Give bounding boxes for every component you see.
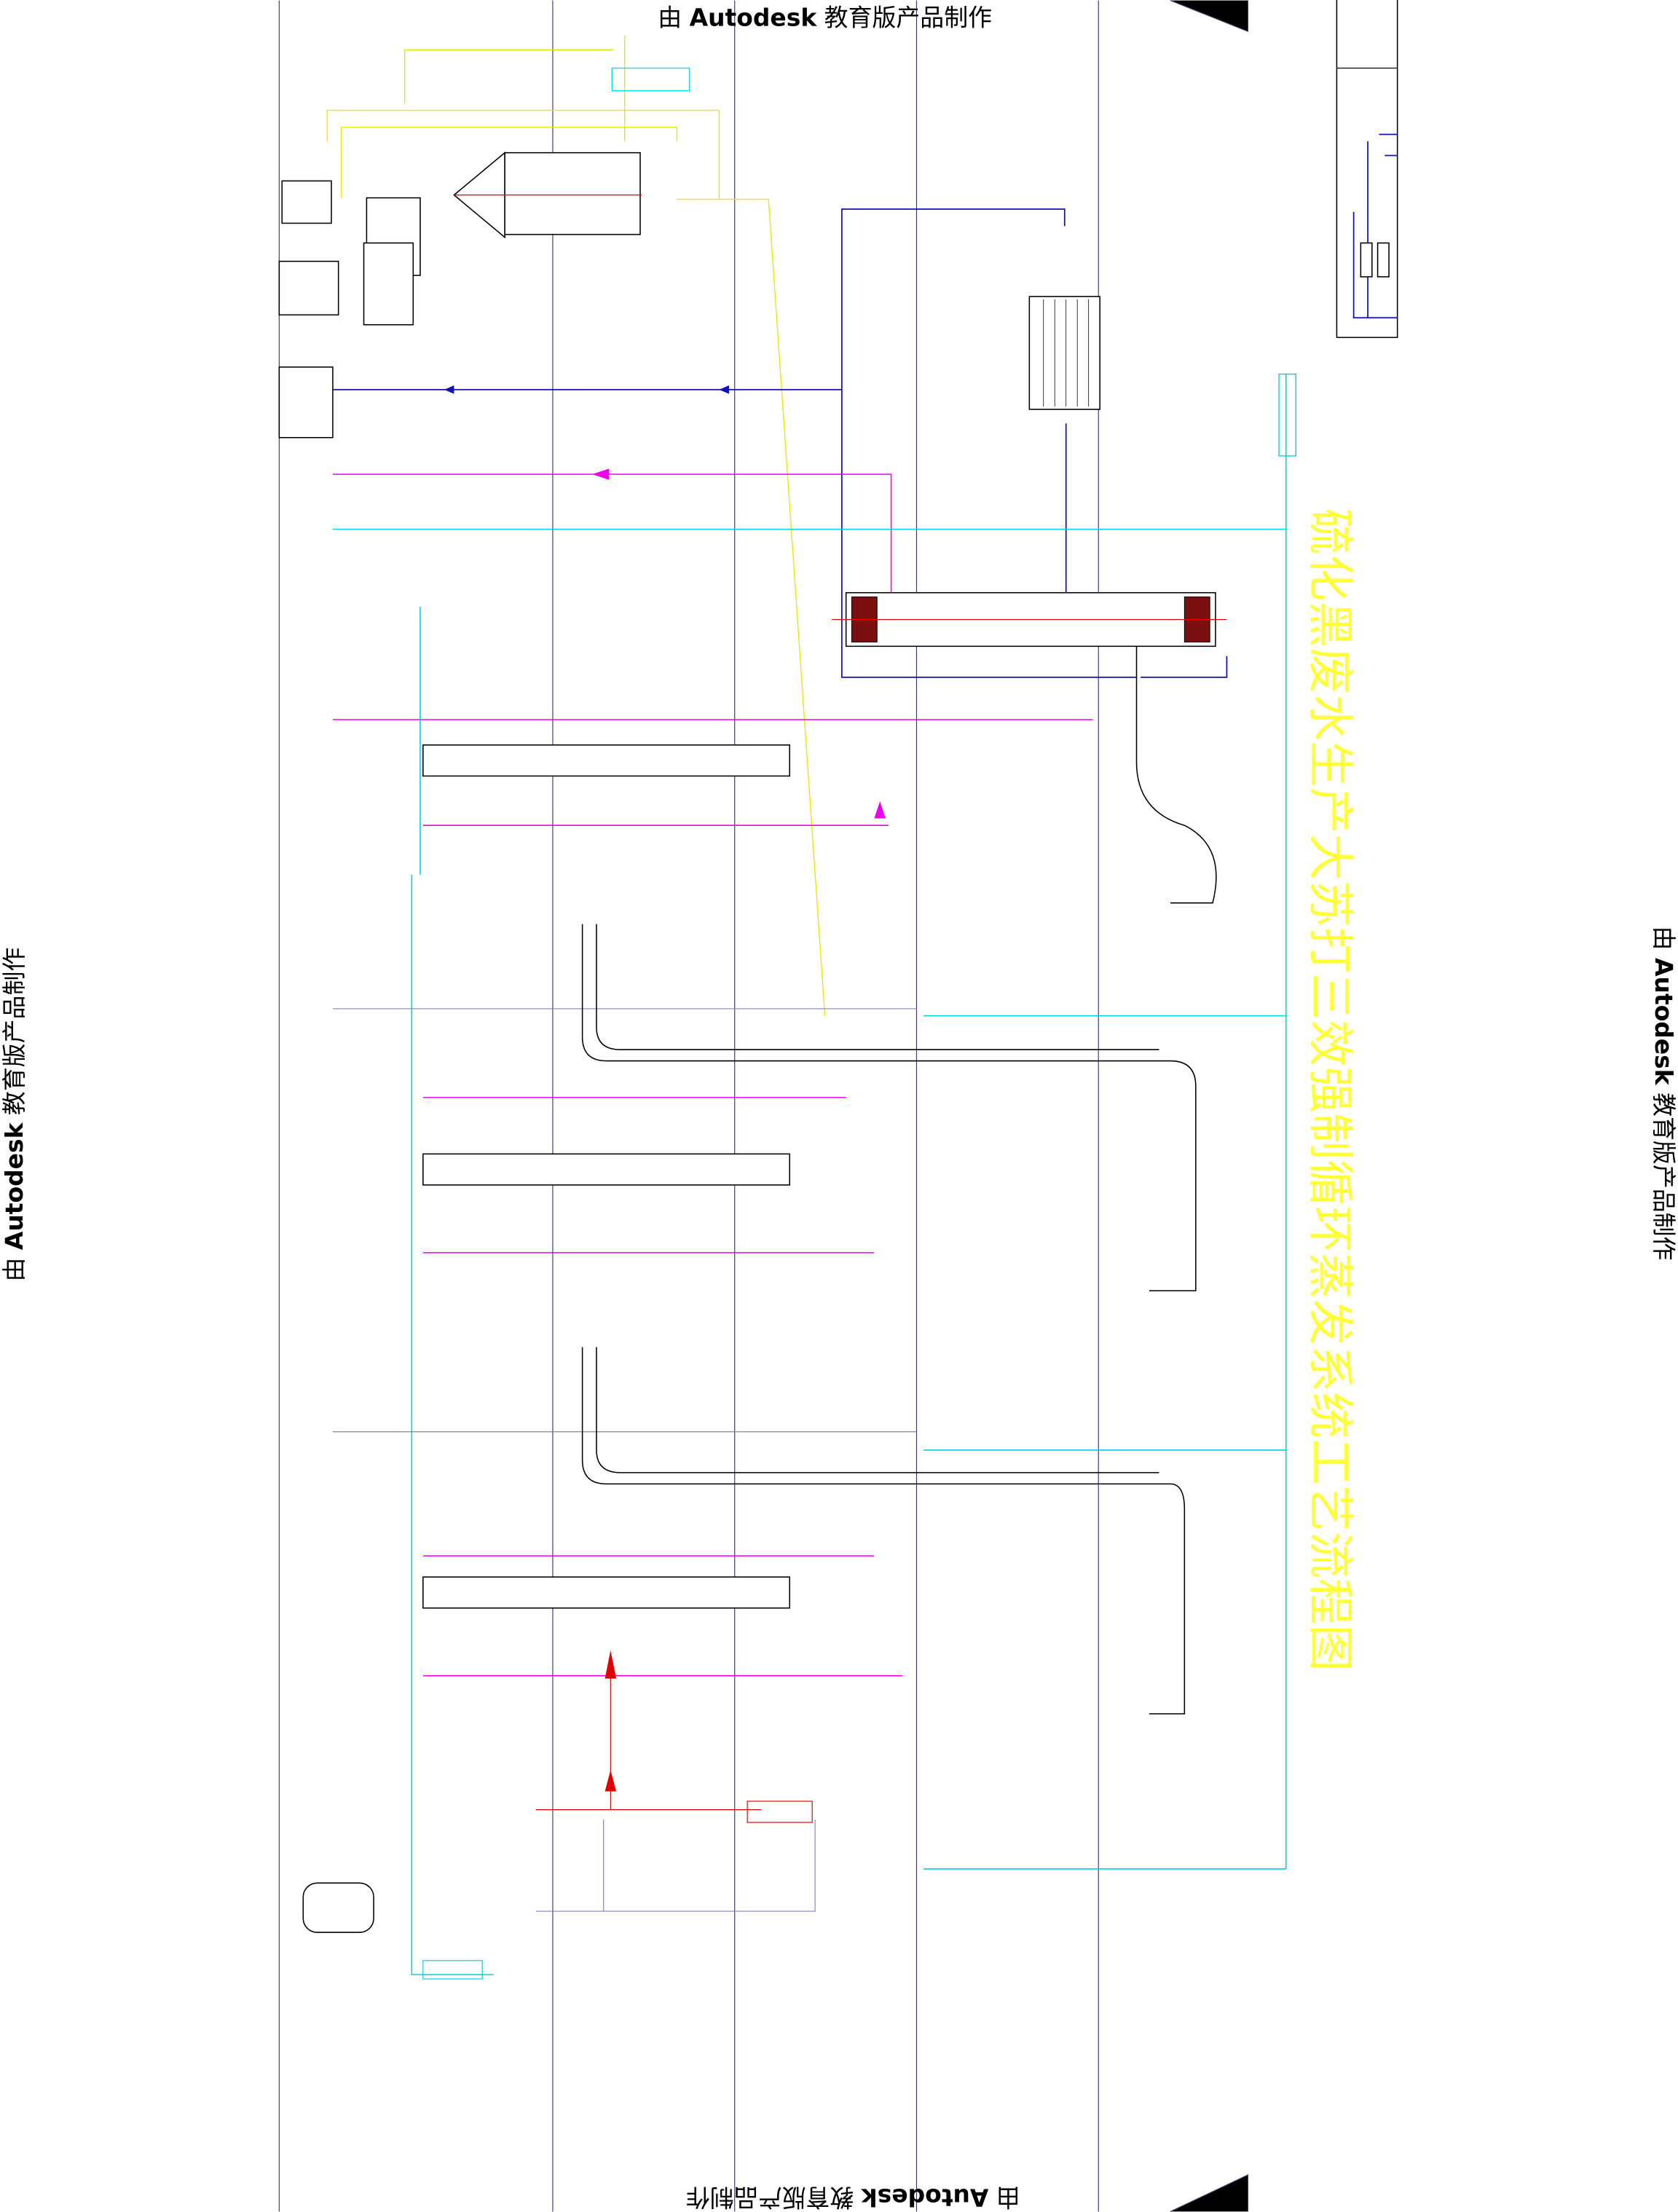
condensate-outlet-box bbox=[1278, 373, 1296, 457]
evaporator-effect-3 bbox=[422, 1576, 791, 1609]
cooling-water-panel bbox=[1336, 0, 1398, 339]
upper-heater bbox=[422, 1153, 791, 1186]
feed-pump-top bbox=[281, 180, 332, 224]
motor bbox=[363, 242, 414, 326]
dryer-vessel bbox=[504, 151, 641, 235]
watermark-top: 由 Autodesk 教育版产品制作 bbox=[658, 3, 992, 31]
drawing-frame bbox=[278, 0, 1398, 2212]
vapor-pipe-to-condenser bbox=[1135, 646, 1217, 904]
cooling-water-return-line bbox=[332, 208, 1228, 678]
discharge-tank bbox=[302, 1882, 483, 1980]
upper-heater bbox=[422, 1576, 791, 1609]
steam-line bbox=[332, 473, 1093, 1677]
evaporator-effects bbox=[422, 744, 791, 1609]
vapor-pipe-1-to-2 bbox=[581, 924, 1197, 1291]
utility-lines bbox=[332, 208, 1296, 1975]
vapor-pipe-2-to-3 bbox=[581, 1347, 1186, 1715]
surface-condenser bbox=[832, 296, 1227, 904]
output-label-box bbox=[611, 67, 690, 92]
watermark-right: 由 Autodesk 教育版产品制作 bbox=[1650, 926, 1678, 1261]
dryer-section bbox=[278, 35, 826, 1016]
watermark-left: 由 Autodesk 教育版产品制作 bbox=[0, 948, 28, 1282]
vacuum-pump-radiator bbox=[1028, 296, 1100, 410]
condensate-line bbox=[332, 374, 1287, 1975]
drawing-title: 硫化黑废水生产大苏打三效强制循环蒸发系统工艺流程图 bbox=[1302, 508, 1356, 1672]
storage-box-2 bbox=[278, 366, 334, 438]
watermark-bottom: 由 Autodesk 教育版产品制作 bbox=[686, 2183, 1020, 2211]
live-steam-inlet bbox=[535, 1650, 813, 1823]
evaporator-effect-1 bbox=[422, 744, 791, 777]
upper-heater bbox=[422, 744, 791, 777]
evaporator-effect-2 bbox=[422, 1153, 791, 1186]
storage-box-1 bbox=[278, 260, 339, 316]
